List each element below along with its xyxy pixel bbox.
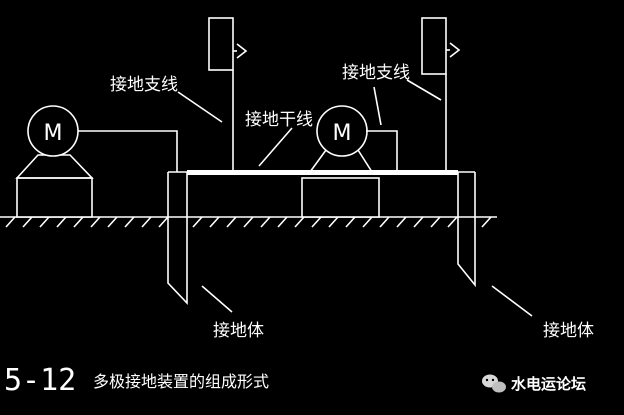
leader-trunk [258, 127, 293, 167]
label-electrode-right: 接地体 [543, 321, 594, 341]
right-ground-electrode [457, 172, 476, 288]
ground-hatch [430, 216, 441, 228]
ground-hatch [39, 216, 50, 228]
ground-hatch [311, 216, 322, 228]
leader-electrode-right [491, 285, 533, 317]
ground-hatch [294, 216, 305, 228]
ground-hatch [379, 216, 390, 228]
middle-branch-conductor [366, 130, 398, 172]
label-branch-right: 接地支线 [342, 63, 410, 83]
watermark: 水电运论坛 [482, 374, 586, 393]
ground-hatch [226, 216, 237, 228]
ground-hatch [328, 216, 339, 228]
leader-branch-left [177, 91, 223, 123]
middle-motor-letter: M [333, 121, 352, 146]
left-ground-electrode [167, 171, 188, 306]
ground-hatch [107, 216, 118, 228]
left-branch-conductor [78, 130, 178, 172]
ground-hatch [345, 216, 356, 228]
leader-electrode-left [201, 285, 233, 313]
ground-hatch [362, 216, 373, 228]
ground-hatch [396, 216, 407, 228]
label-electrode-left: 接地体 [213, 321, 264, 341]
ground-hatch [243, 216, 254, 228]
ground-hatch [124, 216, 135, 228]
right-pole-switch [421, 17, 461, 172]
ground-hatch [56, 216, 67, 228]
ground-hatch [260, 216, 271, 228]
ground-hatch [22, 216, 33, 228]
ground-hatch [209, 216, 220, 228]
leader-branch-mid [373, 86, 382, 126]
ground-hatch [277, 216, 288, 228]
ground-hatch [141, 216, 152, 228]
ground-hatch [192, 216, 203, 228]
left-motor: M [15, 105, 94, 218]
ground-hatch [158, 216, 169, 228]
ground-hatch [90, 216, 101, 228]
left-motor-base [16, 177, 93, 218]
ground-hatch [481, 216, 492, 228]
label-trunk: 接地干线 [245, 110, 313, 130]
label-branch-left: 接地支线 [110, 75, 178, 95]
left-motor-mount [15, 154, 94, 179]
middle-motor: M [301, 105, 380, 218]
caption-number: 5-12 [4, 363, 76, 398]
leader-lines [177, 79, 533, 317]
wechat-icon [482, 374, 506, 393]
left-pole-switch [208, 17, 248, 172]
ground-hatch [73, 216, 84, 228]
watermark-text: 水电运论坛 [511, 375, 586, 393]
ground-surface [0, 216, 497, 228]
caption-title: 多极接地装置的组成形式 [93, 372, 269, 391]
middle-motor-base [301, 177, 380, 218]
leader-branch-right [406, 79, 442, 101]
ground-hatch [413, 216, 424, 228]
ground-hatch [447, 216, 458, 228]
left-motor-letter: M [44, 121, 63, 146]
ground-hatch [5, 216, 16, 228]
